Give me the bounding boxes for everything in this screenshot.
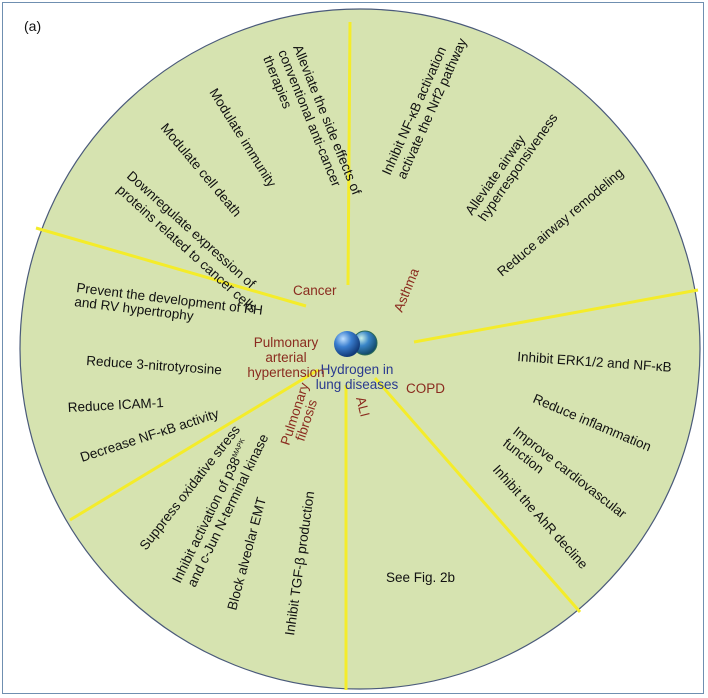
divider-cancer-asthma	[346, 21, 352, 286]
divider-pah-cancer	[35, 226, 307, 308]
divider-asthma-copd	[413, 288, 699, 344]
panel-label: (a)	[24, 18, 41, 34]
category-cancer: Cancer	[293, 283, 337, 298]
ali-item-1: See Fig. 2b	[386, 570, 455, 585]
center-label-line2: lung diseases	[316, 377, 399, 392]
center-label-line1: Hydrogen in	[321, 362, 394, 377]
category-pah-line2: arterial	[265, 350, 306, 365]
category-copd: COPD	[406, 381, 445, 396]
dividers	[35, 21, 699, 690]
pah-item-3: Reduce ICAM-1	[67, 395, 164, 415]
category-pah-line3: hypertension	[247, 365, 324, 380]
category-ali: ALI	[353, 395, 372, 418]
divider-copd-ali	[373, 377, 582, 613]
hydrogen-molecule-icon	[334, 330, 378, 357]
divider-pf-pah	[69, 368, 319, 522]
category-pah-line1: Pulmonary	[254, 335, 319, 350]
